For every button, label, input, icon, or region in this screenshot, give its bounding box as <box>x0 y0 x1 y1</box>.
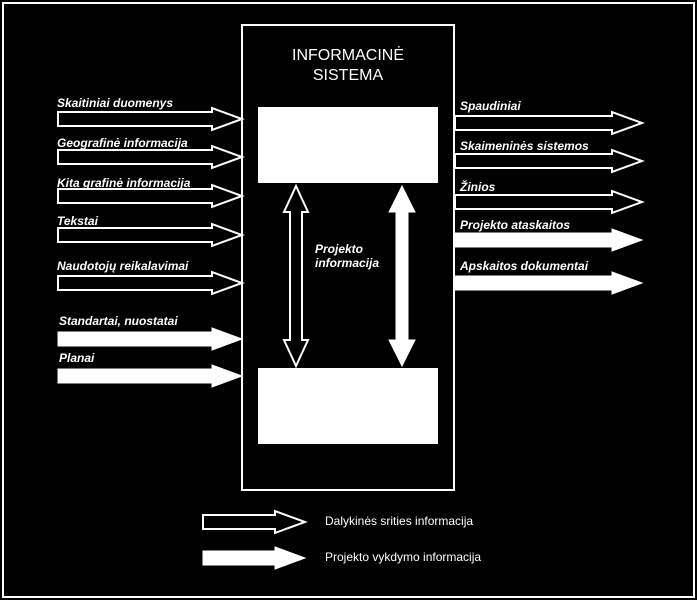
output-arrow <box>454 189 645 215</box>
output-label: Apskaitos dokumentai <box>460 259 589 273</box>
output-label: Žinios <box>460 180 496 194</box>
input-label: Planai <box>59 351 95 365</box>
input-arrow <box>57 327 244 351</box>
output-arrow <box>454 110 645 136</box>
input-arrow <box>57 364 244 388</box>
system-box <box>241 24 455 491</box>
system-title: INFORMACINĖ SISTEMA <box>242 46 454 86</box>
input-label: Standartai, nuostatai <box>59 314 178 328</box>
bottom-block <box>258 368 438 444</box>
input-label: Naudotojų reikalavimai <box>57 259 189 273</box>
output-arrow <box>454 228 644 252</box>
system-title-line1: INFORMACINĖ <box>292 47 404 64</box>
output-label: Spaudiniai <box>460 99 521 113</box>
input-arrow <box>57 270 245 296</box>
input-label: Geografinė informacija <box>57 136 188 150</box>
legend-arrow-solid <box>202 546 307 570</box>
center-label-line1: Projekto <box>315 242 364 256</box>
output-arrow <box>454 271 644 295</box>
input-label: Skaitiniai duomenys <box>57 96 174 110</box>
legend-label-outline: Dalykinės srities informacija <box>325 514 474 528</box>
double-arrow-outline <box>282 183 310 369</box>
legend-arrow-outline <box>202 509 308 535</box>
input-label: Kita grafinė informacija <box>57 176 191 190</box>
center-label-line2: informacija <box>315 256 380 270</box>
center-label: Projekto informacija <box>315 242 379 270</box>
system-title-line2: SISTEMA <box>312 67 384 84</box>
top-block <box>258 107 438 183</box>
input-arrow <box>57 106 245 132</box>
output-arrow <box>454 148 645 174</box>
input-label: Tekstai <box>57 214 98 228</box>
input-arrow <box>57 144 245 170</box>
input-arrow <box>57 222 245 248</box>
legend-label-solid: Projekto vykdymo informacija <box>325 550 482 564</box>
output-label: Projekto ataskaitos <box>460 218 571 232</box>
input-arrow <box>57 183 245 209</box>
double-arrow-solid <box>388 184 416 368</box>
output-label: Skaimeninės sistemos <box>460 139 589 153</box>
